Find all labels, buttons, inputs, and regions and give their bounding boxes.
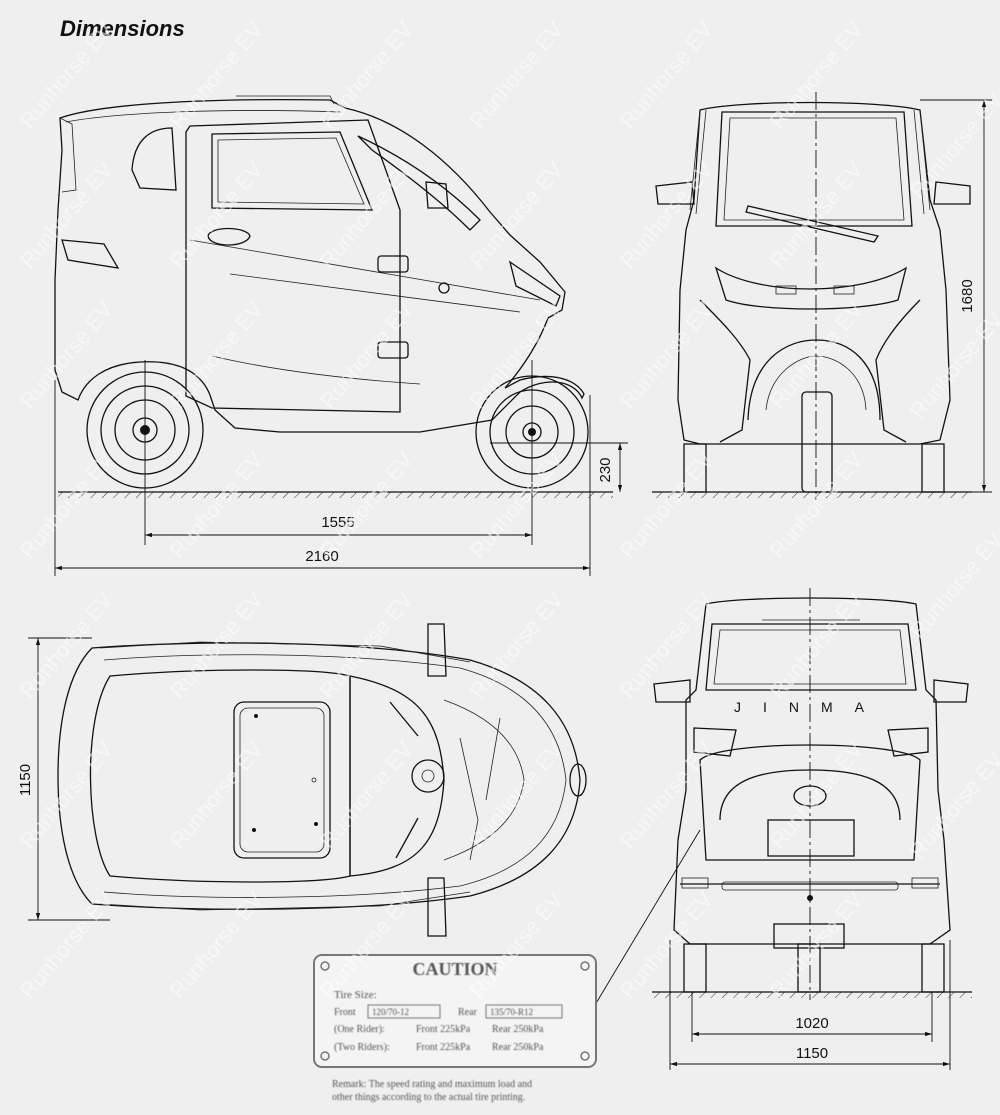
watermark: Runhorse EV bbox=[765, 737, 868, 854]
watermark: Runhorse EV bbox=[615, 587, 718, 704]
jinma-badge: JINMA bbox=[734, 699, 886, 715]
watermark: Runhorse EV bbox=[465, 157, 568, 274]
watermark: Runhorse EV bbox=[315, 447, 418, 564]
watermark: Runhorse EV bbox=[15, 297, 118, 414]
side-view: 1555 2160 230 bbox=[54, 95, 628, 576]
watermark: Runhorse EV bbox=[165, 297, 268, 414]
watermark: Runhorse EV bbox=[615, 297, 718, 414]
tire-size-label: Tire Size: bbox=[334, 989, 377, 1001]
watermark: Runhorse EV bbox=[315, 17, 418, 134]
two-riders-label: (Two Riders): bbox=[334, 1042, 390, 1053]
watermark: Runhorse EV bbox=[165, 587, 268, 704]
two-riders-front: Front 225kPa bbox=[416, 1042, 471, 1053]
watermark: Runhorse EV bbox=[465, 447, 568, 564]
rear-label: Rear bbox=[458, 1007, 478, 1018]
top-view: 1150 bbox=[17, 623, 587, 937]
watermark: Runhorse EV bbox=[615, 17, 718, 134]
one-rider-rear: Rear 250kPa bbox=[492, 1024, 544, 1035]
watermark: Runhorse EV bbox=[465, 587, 568, 704]
front-label: Front bbox=[334, 1007, 356, 1018]
front-view: 1680 bbox=[652, 92, 992, 500]
watermark: Runhorse EV bbox=[165, 887, 268, 1004]
watermark: Runhorse EV bbox=[905, 747, 1000, 864]
watermark: Runhorse EV bbox=[465, 17, 568, 134]
watermark: Runhorse EV bbox=[165, 447, 268, 564]
watermark: Runhorse EV bbox=[15, 447, 118, 564]
one-rider-label: (One Rider): bbox=[334, 1024, 385, 1035]
watermark: Runhorse EV bbox=[165, 737, 268, 854]
watermark: Runhorse EV bbox=[315, 297, 418, 414]
watermark: Runhorse EV bbox=[615, 887, 718, 1004]
watermark: Runhorse EV bbox=[905, 527, 1000, 644]
length-dimension: 2160 bbox=[305, 548, 338, 565]
caution-title: CAUTION bbox=[412, 959, 497, 979]
remark-line-2: other things according to the actual tir… bbox=[332, 1092, 525, 1103]
watermark: Runhorse EV bbox=[165, 17, 268, 134]
caution-plate: CAUTION Tire Size: Front 120/70-12 Rear … bbox=[313, 954, 597, 1103]
watermark: Runhorse EV bbox=[905, 307, 1000, 424]
watermark: Runhorse EV bbox=[765, 887, 868, 1004]
watermark: Runhorse EV bbox=[15, 887, 118, 1004]
watermarks: Runhorse EV Runhorse EV Runhorse EV Runh… bbox=[15, 17, 1000, 1004]
watermark: Runhorse EV bbox=[615, 447, 718, 564]
ground-clearance-dimension: 230 bbox=[597, 457, 614, 482]
height-dimension: 1680 bbox=[959, 279, 976, 312]
wheelbase-dimension: 1555 bbox=[321, 514, 354, 531]
watermark: Runhorse EV bbox=[765, 587, 868, 704]
rear-tire-value: 135/70-R12 bbox=[490, 1007, 533, 1017]
page-title: Dimensions bbox=[60, 16, 185, 41]
watermark: Runhorse EV bbox=[905, 87, 1000, 204]
one-rider-front: Front 225kPa bbox=[416, 1024, 471, 1035]
width-rear-dimension: 1150 bbox=[796, 1045, 828, 1062]
front-tire-value: 120/70-12 bbox=[372, 1007, 409, 1017]
watermark: Runhorse EV bbox=[15, 587, 118, 704]
two-riders-rear: Rear 250kPa bbox=[492, 1042, 544, 1053]
track-dimension: 1020 bbox=[795, 1015, 828, 1032]
remark-line-1: Remark: The speed rating and maximum loa… bbox=[332, 1079, 532, 1090]
rear-view: JINMA 1020 1150 bbox=[591, 588, 972, 1070]
width-top-dimension: 1150 bbox=[17, 764, 34, 796]
watermark: Runhorse EV bbox=[165, 157, 268, 274]
watermark: Runhorse EV bbox=[615, 157, 718, 274]
